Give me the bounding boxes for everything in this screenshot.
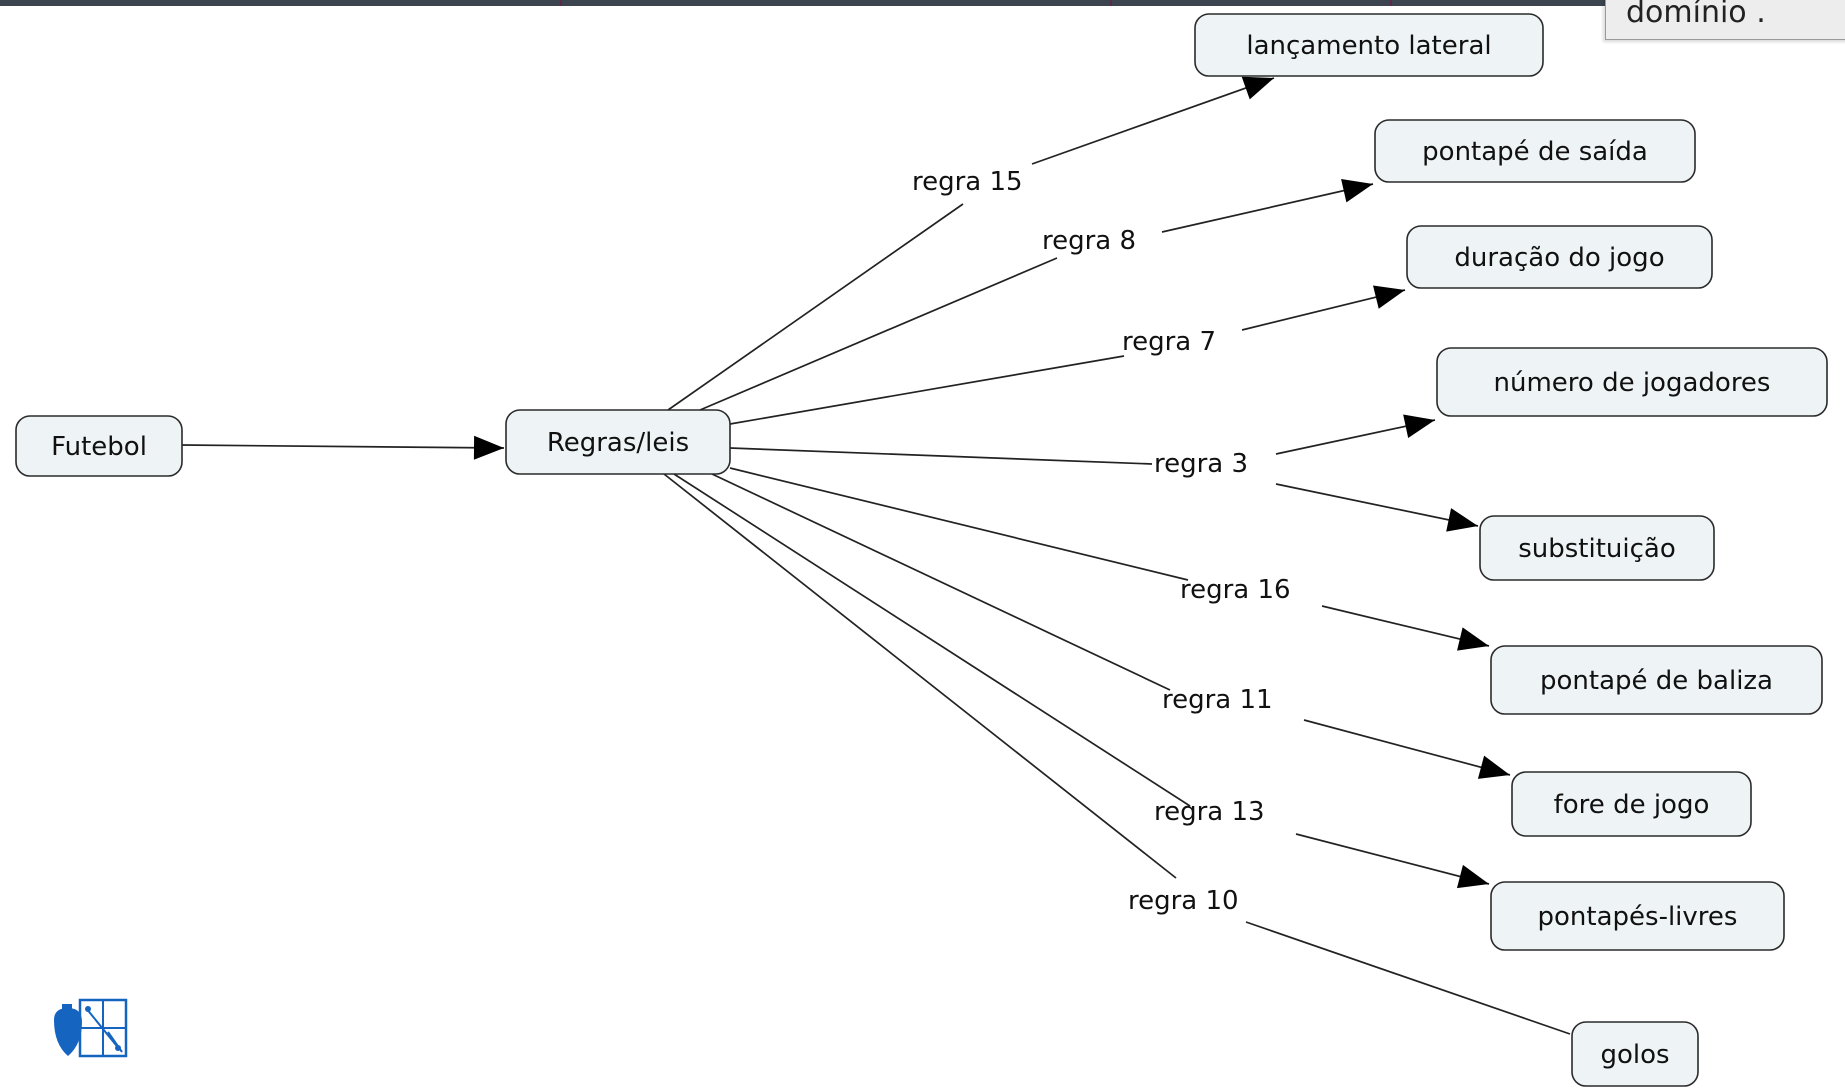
concept-node-box [1511, 771, 1752, 837]
link-line-r10-golos [1245, 921, 1571, 1035]
concept-node-box [1436, 347, 1828, 417]
concept-node-livres[interactable]: pontapés-livres [1490, 881, 1785, 951]
corner-note-text: domínio . [1626, 0, 1766, 30]
concept-node-fore[interactable]: fore de jogo [1511, 771, 1752, 837]
concept-node-box [1406, 225, 1713, 289]
link-arrow-r13-livres [1456, 864, 1489, 889]
link-arrow-r3-substituicao [1446, 508, 1478, 532]
link-line-r3-in [729, 447, 1153, 465]
concept-node-numero[interactable]: número de jogadores [1436, 347, 1828, 417]
concept-node-substituicao[interactable]: substituição [1479, 515, 1715, 581]
link-line-r3-substituicao [1275, 483, 1479, 527]
concept-node-label: lançamento lateral [1246, 31, 1491, 61]
link-arrow-r16-baliza [1457, 627, 1489, 651]
concept-node-label: pontapés-livres [1538, 902, 1738, 932]
link-line-r11-fore [1303, 719, 1511, 776]
concept-node-golos[interactable]: golos [1571, 1021, 1699, 1087]
link-label-text: regra 13 [1154, 797, 1265, 827]
direct-link-arrow [473, 435, 504, 460]
concept-node-box [1374, 119, 1696, 183]
concept-node-regras[interactable]: Regras/leis [505, 409, 731, 475]
link-line-r11-in [711, 473, 1171, 691]
link-label-r13: regra 13 [1154, 797, 1265, 827]
link-line-r16-in [729, 467, 1189, 581]
link-label-r11: regra 11 [1162, 685, 1273, 715]
concept-node-duracao[interactable]: duração do jogo [1406, 225, 1713, 289]
concept-node-label: número de jogadores [1494, 368, 1771, 398]
direct-link-line [181, 444, 505, 449]
concept-node-pontape_saida[interactable]: pontapé de saída [1374, 119, 1696, 183]
link-line-r15-lancamento [1031, 77, 1275, 165]
concept-node-box [1490, 881, 1785, 951]
link-line-r10-in [663, 473, 1177, 879]
concept-node-box [505, 409, 731, 475]
concept-node-lancamento[interactable]: lançamento lateral [1194, 13, 1544, 77]
link-label-text: regra 7 [1122, 327, 1216, 357]
link-label-text: regra 10 [1128, 886, 1239, 916]
link-arrow-r15-lancamento [1241, 76, 1274, 100]
concept-node-label: duração do jogo [1454, 243, 1664, 273]
link-line-r13-livres [1295, 833, 1490, 885]
concept-node-label: golos [1600, 1040, 1669, 1070]
link-label-r15: regra 15 [912, 167, 1023, 197]
top-bar [0, 0, 1845, 6]
link-label-text: regra 11 [1162, 685, 1273, 715]
link-label-text: regra 15 [912, 167, 1023, 197]
link-label-r8: regra 8 [1042, 226, 1136, 256]
link-label-text: regra 16 [1180, 575, 1291, 605]
link-label-r7: regra 7 [1122, 327, 1216, 357]
corner-note: domínio . [1605, 0, 1845, 40]
concept-node-box [15, 415, 183, 477]
link-line-r7-in [729, 355, 1125, 425]
link-arrow-r3-numero [1403, 414, 1435, 439]
concept-node-box [1194, 13, 1544, 77]
link-labels-layer: regra 15 regra 8 regra 7 regra 3 regra 16 reg… [912, 167, 1291, 916]
concept-node-futebol[interactable]: Futebol [15, 415, 183, 477]
concept-node-label: fore de jogo [1554, 790, 1710, 820]
link-label-r3: regra 3 [1154, 449, 1248, 479]
link-label-r16: regra 16 [1180, 575, 1291, 605]
concept-node-box [1490, 645, 1823, 715]
link-label-r10: regra 10 [1128, 886, 1239, 916]
concept-node-box [1479, 515, 1715, 581]
concept-node-label: Futebol [51, 432, 147, 462]
link-line-r15-in [667, 203, 964, 411]
links-layer [181, 76, 1571, 1035]
concept-node-label: Regras/leis [547, 428, 689, 458]
link-line-r13-in [673, 473, 1191, 807]
concept-node-box [1571, 1021, 1699, 1087]
concept-node-baliza[interactable]: pontapé de baliza [1490, 645, 1823, 715]
concept-node-label: substituição [1518, 534, 1676, 564]
link-arrow-r11-fore [1477, 755, 1510, 779]
link-line-r8-pontape_saida [1161, 183, 1374, 233]
concept-node-label: pontapé de baliza [1540, 666, 1773, 696]
cmaptools-logo-icon [50, 994, 130, 1064]
link-arrow-r8-pontape_saida [1341, 178, 1373, 203]
link-arrow-r7-duracao [1373, 285, 1405, 309]
link-label-text: regra 3 [1154, 449, 1248, 479]
concept-node-label: pontapé de saída [1422, 137, 1648, 167]
nodes-layer: Futebol Regras/leis lançamento lateral pont… [15, 13, 1828, 1087]
link-line-r8-in [699, 257, 1058, 411]
link-label-text: regra 8 [1042, 226, 1136, 256]
